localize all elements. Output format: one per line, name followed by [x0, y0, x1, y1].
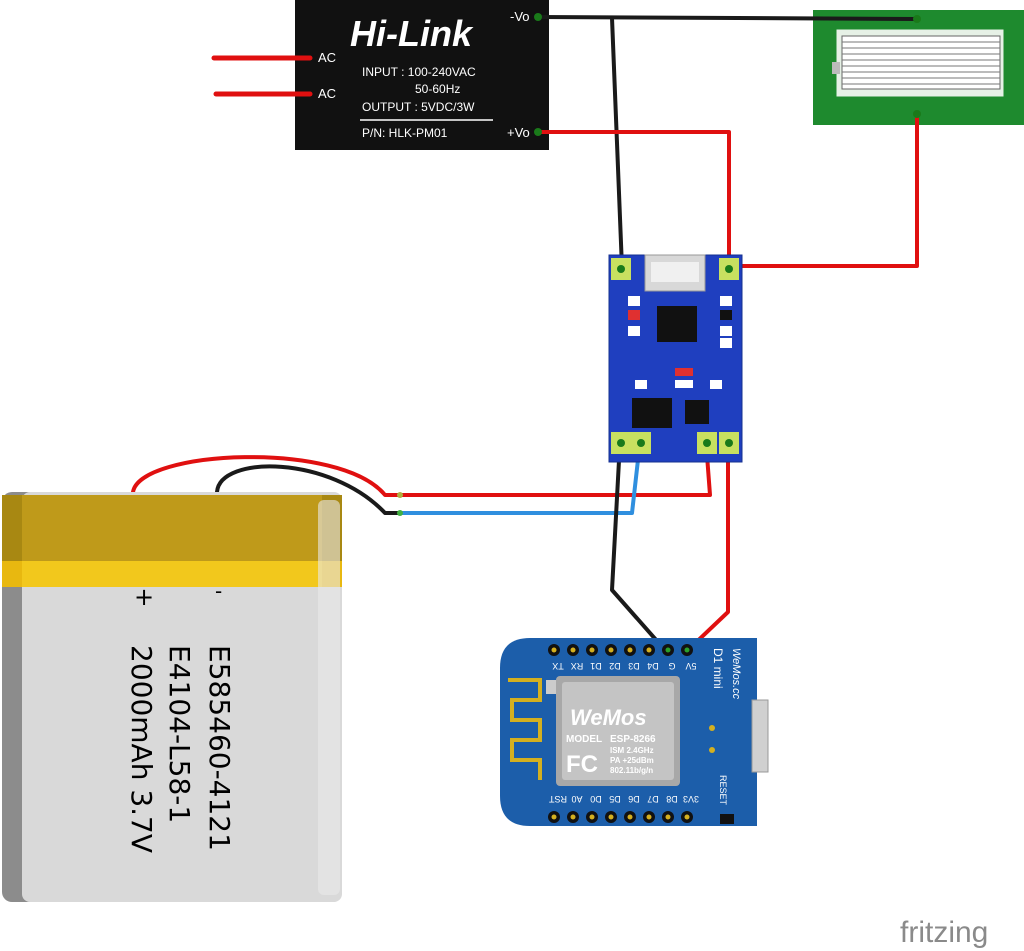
wemos-model-label: MODEL [566, 734, 602, 745]
wemos-pin-hole-a0 [570, 814, 576, 820]
wemos-pin-hole-d8 [665, 814, 671, 820]
wemos-top-pin-label: TX [552, 661, 564, 671]
hilink-vo-pos-label: +Vo [507, 125, 530, 140]
wemos-fc: FC [566, 751, 598, 778]
wemos-pin-hole-5v [684, 647, 690, 653]
wires [131, 15, 919, 652]
wemos-bottom-pin-row: RST A0 D0 D5 D6 D7 D8 3V3 [548, 794, 699, 823]
wemos-pin-hole-rx [570, 647, 576, 653]
wemos-pin-hole-d1 [589, 647, 595, 653]
hilink-ac1-label: AC [318, 50, 336, 65]
hilink-ac2-label: AC [318, 86, 336, 101]
wemos-bottom-pin-label: D8 [666, 794, 678, 804]
wemos-top-pin-label: D4 [647, 661, 659, 671]
wemos-side-label1: D1 mini [711, 648, 725, 689]
wemos-spec1: ISM 2.4GHz [610, 746, 654, 755]
lipo-battery: + - E585460-4121 E4104-L58-1 2000mAh 3.7… [2, 492, 342, 902]
wemos-pin-hole-d4 [646, 647, 652, 653]
wemos-pin-hole-tx [551, 647, 557, 653]
wemos-pin-hole-d5 [608, 814, 614, 820]
solar-panel [813, 10, 1024, 125]
wemos-spec2: PA +25dBm [610, 756, 654, 765]
hilink-module: Hi-Link INPUT : 100-240VAC 50-60Hz OUTPU… [295, 0, 549, 150]
hilink-output: OUTPUT : 5VDC/3W [362, 100, 475, 114]
hilink-input-line2: 50-60Hz [415, 82, 460, 96]
hilink-brand: Hi-Link [350, 13, 474, 54]
wemos-pin-hole-d7 [646, 814, 652, 820]
battery-text-line2: E4104-L58-1 [163, 645, 196, 823]
wemos-top-pin-label: 5V [685, 661, 696, 671]
battery-minus-label: - [215, 579, 222, 603]
wemos-pin-hole-d3 [627, 647, 633, 653]
wemos-bottom-pin-label: D7 [647, 794, 659, 804]
wemos-bottom-pin-label: D0 [590, 794, 602, 804]
pin-markers [397, 13, 921, 516]
wemos-pin-hole-d0 [589, 814, 595, 820]
wemos-top-pin-label: RX [571, 661, 584, 671]
wemos-bottom-pin-label: RST [548, 794, 567, 804]
wemos-spec3: 802.11b/g/n [610, 766, 653, 775]
wemos-bottom-pin-label: 3V3 [683, 794, 699, 804]
wemos-logo: WeMos [570, 705, 647, 730]
wemos-reset-label: RESET [718, 775, 728, 806]
wemos-pin-hole-d2 [608, 647, 614, 653]
wemos-model-value: ESP-8266 [610, 734, 656, 745]
wemos-top-pin-label: D2 [609, 661, 621, 671]
hilink-pn: P/N: HLK-PM01 [362, 126, 448, 140]
wemos-bottom-pin-label: D6 [628, 794, 640, 804]
hilink-vo-neg-label: -Vo [510, 9, 530, 24]
wemos-top-pin-label: D3 [628, 661, 640, 671]
wemos-pin-hole-3v3 [684, 814, 690, 820]
fritzing-watermark: fritzing [900, 916, 988, 949]
wemos-top-pin-row: TX RX D1 D2 D3 D4 G 5V [548, 644, 697, 671]
wemos-pin-hole-rst [551, 814, 557, 820]
hilink-input-line1: INPUT : 100-240VAC [362, 65, 476, 79]
battery-plus-label: + [134, 583, 154, 611]
battery-text-line1: E585460-4121 [203, 645, 236, 851]
charger-module [608, 254, 743, 463]
battery-text-line3: 2000mAh 3.7V [125, 645, 158, 853]
wemos-top-pin-label: G [668, 661, 675, 671]
wemos-d1-mini: WeMos MODEL ESP-8266 FC ISM 2.4GHz PA +2… [500, 638, 769, 826]
wemos-top-pin-label: D1 [590, 661, 602, 671]
wemos-bottom-pin-label: D5 [609, 794, 621, 804]
wemos-pin-hole-g [665, 647, 671, 653]
wemos-pin-hole-d6 [627, 814, 633, 820]
wemos-bottom-pin-label: A0 [571, 794, 582, 804]
wemos-side-label2: WeMos.cc [730, 648, 742, 700]
